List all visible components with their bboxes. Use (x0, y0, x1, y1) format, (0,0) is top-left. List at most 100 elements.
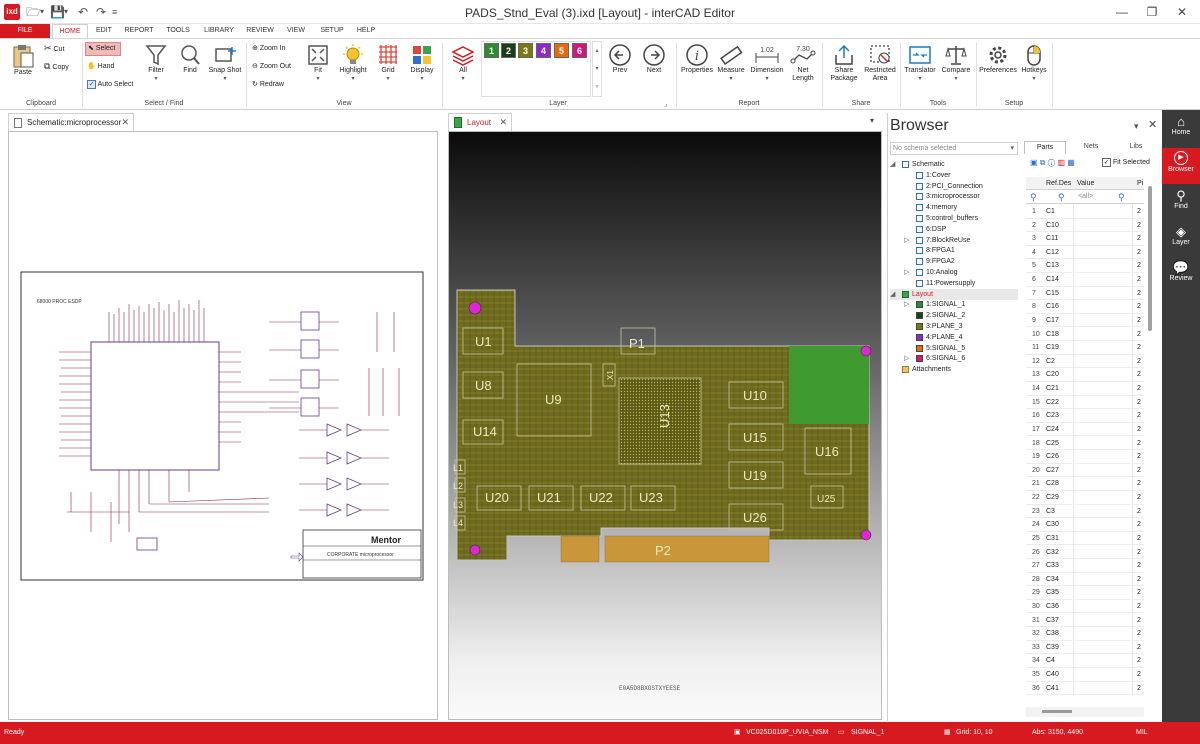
tab-home[interactable]: HOME (52, 24, 88, 39)
parts-grid-horizontal-scrollbar[interactable] (1026, 707, 1144, 717)
tree-item[interactable]: ▷1:SIGNAL_1 (890, 299, 1018, 310)
collapse-icon[interactable]: ◢ (890, 161, 896, 168)
expand-icon[interactable]: ▷ (904, 301, 910, 309)
sidebar-item-home[interactable]: ⌂Home (1162, 114, 1200, 148)
tab-setup[interactable]: SETUP (320, 27, 344, 34)
status-layer-config[interactable]: VC025D010P_UVIA_NSM (746, 729, 829, 736)
open-folder-icon[interactable]: 🗁 (26, 5, 41, 19)
column-header-refdes[interactable]: Ref.Des (1046, 180, 1072, 187)
browser-menu-icon[interactable]: ▾ (1134, 121, 1139, 131)
quick-access-customize-icon[interactable]: ≡ (112, 7, 118, 17)
copy-button[interactable]: ⧉ Copy (44, 62, 69, 72)
find-button[interactable]: Find (176, 43, 204, 75)
restricted-area-button[interactable]: Restricted Area (862, 43, 898, 83)
layer-6-button[interactable]: 6 (572, 43, 587, 58)
close-window-icon[interactable]: ✕ (1176, 5, 1188, 19)
properties-button[interactable]: i Properties (680, 43, 714, 75)
layer-3-button[interactable]: 3 (518, 43, 533, 58)
layout-view[interactable]: U1 P1 U8 U9 U14 U13 U10 U15 U19 U16 U20 … (448, 131, 882, 720)
parts-grid-vertical-scrollbar[interactable] (1148, 186, 1152, 331)
tree-item[interactable]: 11:Powersupply (890, 278, 1018, 289)
info-icon[interactable]: ⓘ (1047, 158, 1056, 167)
close-browser-icon[interactable]: ✕ (1148, 119, 1158, 131)
sidebar-item-browser[interactable]: ▶Browser (1162, 148, 1200, 184)
tab-file[interactable]: FILE (0, 24, 50, 38)
layout-tab-list-icon[interactable]: ▾ (870, 116, 875, 125)
tree-item[interactable]: ◢Layout (890, 288, 1018, 300)
expand-icon[interactable]: ▷ (904, 355, 910, 363)
paste-button[interactable]: Paste (6, 43, 40, 77)
preferences-button[interactable]: Preferences (978, 43, 1018, 75)
tab-schematic-microprocessor[interactable]: Schematic:microprocessor ✕ (8, 113, 134, 132)
columns-icon[interactable]: ▥ (1057, 158, 1066, 167)
sidebar-item-find[interactable]: ⚲Find (1162, 188, 1200, 222)
tree-item[interactable]: 5:control_buffers (890, 213, 1018, 224)
undo-icon[interactable]: ↶ (78, 5, 89, 19)
net-length-button[interactable]: 7.30 Net Length (786, 43, 820, 83)
display-button[interactable]: Display▾ (406, 43, 438, 83)
tree-item[interactable]: 4:memory (890, 202, 1018, 213)
filter-button[interactable]: Filter▾ (142, 43, 170, 83)
minimize-icon[interactable]: — (1116, 5, 1128, 19)
measure-button[interactable]: Measure▾ (716, 43, 746, 83)
dimension-button[interactable]: 1.02 Dimension▾ (749, 43, 785, 83)
layer-4-button[interactable]: 4 (536, 43, 551, 58)
redo-icon[interactable]: ↷ (96, 5, 107, 19)
select-button[interactable]: ⬉ Select (85, 42, 121, 56)
hotkeys-button[interactable]: Hotkeys▾ (1018, 43, 1050, 83)
redraw-button[interactable]: ↻ Redraw (252, 80, 284, 89)
tree-item[interactable]: 9:FPGA2 (890, 256, 1018, 267)
schema-select[interactable]: No schema selected ▾ (890, 142, 1018, 155)
share-package-button[interactable]: Share Package (826, 43, 862, 83)
value-filter-input[interactable]: <all> (1078, 193, 1094, 200)
auto-select-toggle[interactable]: ✓ Auto Select (87, 80, 133, 89)
tab-edit[interactable]: EDIT (96, 27, 112, 34)
table-icon[interactable]: ▦ (1067, 158, 1075, 167)
layer-gallery-scroll[interactable]: ▴▾▿ (592, 41, 602, 97)
tree-item[interactable]: 8:FPGA1 (890, 245, 1018, 256)
tab-view[interactable]: VIEW (287, 27, 305, 34)
schematic-view[interactable]: 68000 PROC ESDP (8, 131, 438, 720)
tab-parts[interactable]: Parts (1024, 141, 1066, 154)
tab-libs[interactable]: Libs (1129, 143, 1143, 150)
search-icon[interactable]: ⚲ (1118, 192, 1125, 202)
tab-library[interactable]: LIBRARY (204, 27, 234, 34)
layer-1-button[interactable]: 1 (484, 43, 499, 58)
tab-nets[interactable]: Nets (1083, 143, 1099, 150)
sidebar-item-review[interactable]: 💬Review (1162, 260, 1200, 294)
save-icon[interactable]: ▣ (1030, 158, 1038, 167)
search-icon[interactable]: ⚲ (1058, 192, 1065, 202)
close-tab-icon[interactable]: ✕ (121, 117, 129, 127)
compare-button[interactable]: Compare▾ (938, 43, 974, 83)
expand-icon[interactable]: ▷ (904, 236, 910, 244)
tab-help[interactable]: HELP (356, 27, 376, 34)
tab-report[interactable]: REPORT (124, 27, 154, 34)
next-layer-button[interactable]: Next (640, 43, 668, 75)
